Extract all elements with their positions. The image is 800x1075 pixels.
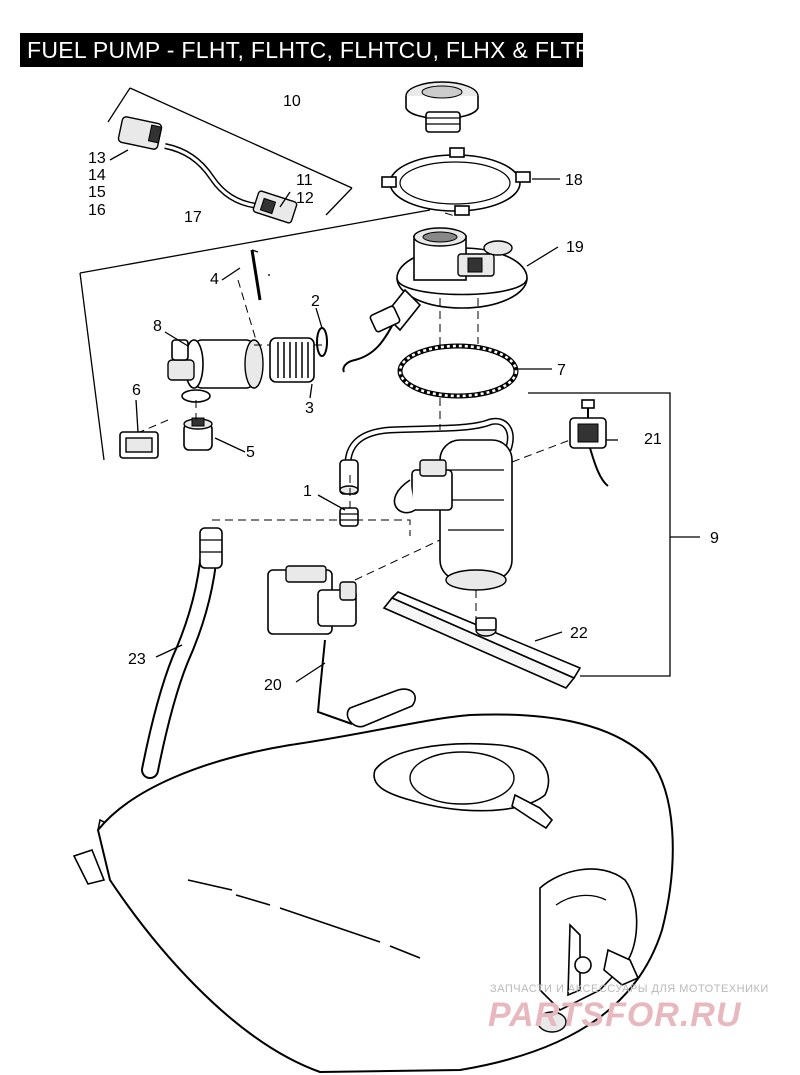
callout-3: 3 bbox=[305, 400, 314, 417]
part-10-harness bbox=[117, 116, 298, 224]
callout-5: 5 bbox=[246, 444, 255, 461]
leader-lines bbox=[109, 149, 618, 683]
callout-2: 2 bbox=[311, 293, 320, 310]
callout-17: 17 bbox=[184, 209, 202, 226]
callout-22: 22 bbox=[570, 625, 588, 642]
part-20-level-sender bbox=[267, 565, 416, 728]
part-3-filter bbox=[269, 337, 315, 383]
callout-13: 13 bbox=[88, 150, 106, 167]
flange-wire bbox=[342, 305, 401, 373]
diagram-title: FUEL PUMP - FLHT, FLHTC, FLHTCU, FLHX & … bbox=[20, 33, 592, 67]
part-22-strainer bbox=[382, 591, 582, 689]
callout-1: 1 bbox=[303, 483, 312, 500]
callout-4: 4 bbox=[210, 271, 219, 288]
group-brackets bbox=[79, 87, 700, 677]
callout-19: 19 bbox=[566, 239, 584, 256]
part-2-o-ring bbox=[316, 327, 328, 357]
callout-18: 18 bbox=[565, 172, 583, 189]
part-18-lock-ring bbox=[381, 147, 531, 216]
part-7-seal bbox=[397, 343, 519, 399]
part-21-connector bbox=[569, 399, 609, 487]
callout-21: 21 bbox=[644, 431, 662, 448]
callout-labels: 10 13 14 15 16 11 12 18 17 19 4 2 8 7 6 … bbox=[88, 93, 719, 694]
part-1-clamp bbox=[339, 507, 359, 527]
part-8-pump bbox=[167, 339, 264, 403]
callout-10: 10 bbox=[283, 93, 301, 110]
watermark-brand: PARTSFOR.RU bbox=[488, 996, 742, 1034]
watermark-tagline: ЗАПЧАСТИ И АКСЕССУАРЫ ДЛЯ МОТОТЕХНИКИ bbox=[490, 983, 769, 995]
fuel-cap bbox=[405, 81, 479, 133]
watermark: ЗАПЧАСТИ И АКСЕССУАРЫ ДЛЯ МОТОТЕХНИКИ PA… bbox=[488, 983, 769, 1034]
callout-20: 20 bbox=[264, 677, 282, 694]
part-6-connector bbox=[119, 431, 159, 459]
part-5-fitting bbox=[183, 417, 213, 451]
callout-6: 6 bbox=[132, 382, 141, 399]
callout-9: 9 bbox=[710, 530, 719, 547]
part-19-top-plate bbox=[383, 227, 528, 332]
part-9-pump-assembly bbox=[393, 439, 513, 591]
callout-16: 16 bbox=[88, 202, 106, 219]
part-4-clip bbox=[250, 249, 262, 301]
callout-23: 23 bbox=[128, 651, 146, 668]
fuel-hose-loop bbox=[339, 417, 514, 495]
callout-15: 15 bbox=[88, 184, 106, 201]
part-23-hose bbox=[141, 527, 223, 779]
assembly-lines bbox=[139, 212, 571, 620]
callout-8: 8 bbox=[153, 318, 162, 335]
callout-14: 14 bbox=[88, 167, 106, 184]
callout-7: 7 bbox=[557, 362, 566, 379]
callout-12: 12 bbox=[296, 190, 314, 207]
callout-11: 11 bbox=[296, 172, 313, 189]
fuel-tank bbox=[72, 713, 674, 1074]
